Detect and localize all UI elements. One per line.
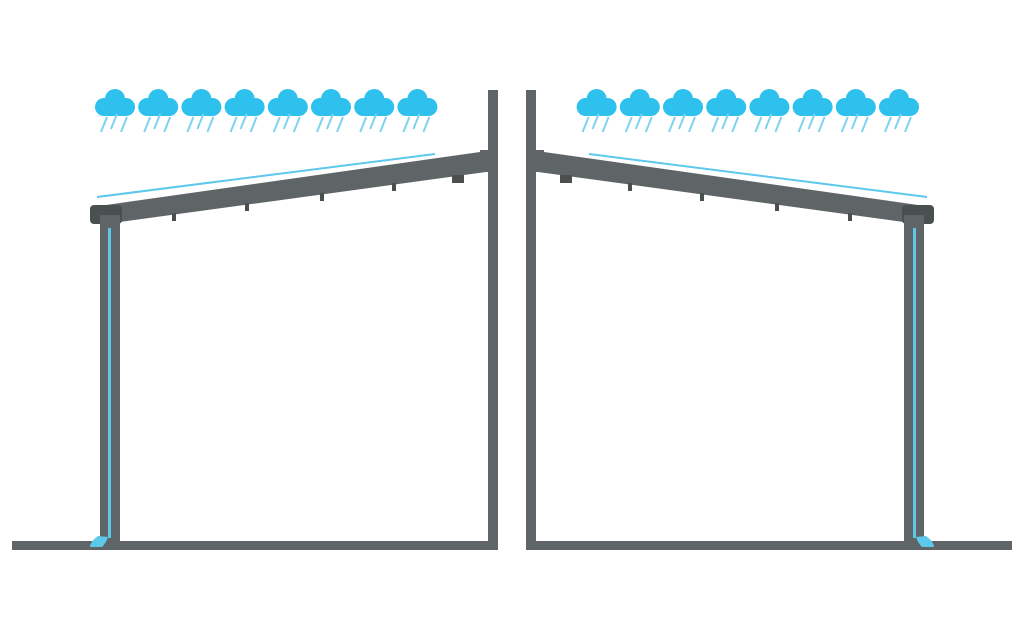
rain-drop: [904, 116, 912, 133]
rain-clouds: [576, 89, 919, 133]
rain-drop: [754, 116, 763, 133]
rain-drop: [601, 116, 610, 133]
rain-drop: [840, 116, 849, 133]
water-outflow: [916, 536, 934, 547]
beam-clamp: [452, 175, 464, 183]
rain-drop: [326, 113, 334, 130]
rain-cloud-icon: [749, 89, 790, 133]
roof-water-flow: [588, 153, 928, 198]
beam-hangers: [172, 183, 396, 221]
rain-cloud-icon: [879, 89, 919, 133]
wall-bracket: [480, 150, 488, 172]
downpipe-water: [913, 228, 916, 538]
rain-drop: [239, 113, 248, 130]
rain-drop: [678, 113, 686, 130]
beam-hangers: [628, 183, 852, 221]
rain-clouds: [95, 89, 438, 133]
rain-cloud-icon: [311, 89, 351, 133]
rain-cloud-icon: [835, 89, 876, 133]
rain-drop: [143, 116, 152, 133]
rain-cloud-icon: [138, 89, 179, 133]
rain-drop: [316, 116, 324, 133]
rain-drop: [379, 116, 388, 133]
rain-drop: [272, 116, 281, 133]
rain-drop: [422, 116, 431, 133]
rain-drop: [894, 113, 902, 130]
rain-drop: [163, 116, 172, 133]
rain-drop: [721, 113, 730, 130]
rain-drop: [100, 116, 108, 133]
rain-drop: [292, 116, 301, 133]
rain-drop: [110, 113, 118, 130]
rain-drop: [336, 116, 344, 133]
rain-drop: [634, 113, 643, 130]
rain-drop: [644, 116, 653, 133]
roof-beam: [538, 152, 934, 224]
rain-cloud-icon: [181, 89, 222, 133]
rain-cloud-icon: [663, 89, 703, 133]
rain-cloud-icon: [706, 89, 747, 133]
rain-drop: [369, 113, 378, 130]
rain-drop: [711, 116, 720, 133]
house-wall: [526, 90, 536, 550]
rain-drop: [402, 116, 411, 133]
rain-drop: [624, 116, 633, 133]
rain-drop: [668, 116, 676, 133]
rain-drop: [807, 113, 816, 130]
ground: [526, 541, 1012, 550]
rain-drop: [120, 116, 128, 133]
rain-drop: [774, 116, 783, 133]
beam-clamp: [560, 175, 572, 183]
rain-drop: [860, 116, 869, 133]
rain-drop: [249, 116, 258, 133]
rain-drop: [229, 116, 238, 133]
rain-cloud-icon: [576, 89, 617, 133]
rain-drop: [850, 113, 859, 130]
ground: [12, 541, 498, 550]
wall-bracket: [536, 150, 544, 172]
rain-drop: [591, 113, 600, 130]
rain-drop: [817, 116, 826, 133]
rain-drop: [186, 116, 195, 133]
rain-drop: [359, 116, 368, 133]
rain-cloud-icon: [619, 89, 660, 133]
rain-drop: [884, 116, 892, 133]
roof-water-flow: [96, 153, 436, 198]
rain-cloud-icon: [95, 89, 135, 133]
rain-drop: [581, 116, 590, 133]
rain-drop: [412, 113, 421, 130]
rain-drop: [764, 113, 773, 130]
rain-drop: [797, 116, 806, 133]
rain-drop: [731, 116, 740, 133]
rain-cloud-icon: [397, 89, 438, 133]
rain-cloud-icon: [354, 89, 395, 133]
rain-cloud-icon: [224, 89, 265, 133]
right-pergola-panel: [526, 89, 1012, 550]
rain-cloud-icon: [267, 89, 308, 133]
left-pergola-panel: [12, 89, 498, 550]
rain-drop: [196, 113, 205, 130]
rain-cloud-icon: [792, 89, 833, 133]
rain-drop: [688, 116, 696, 133]
roof-beam: [90, 152, 486, 224]
rain-drop: [282, 113, 291, 130]
rain-drop: [206, 116, 215, 133]
water-outflow: [90, 536, 108, 547]
rain-drop: [153, 113, 162, 130]
house-wall: [488, 90, 498, 550]
downpipe-water: [108, 228, 111, 538]
